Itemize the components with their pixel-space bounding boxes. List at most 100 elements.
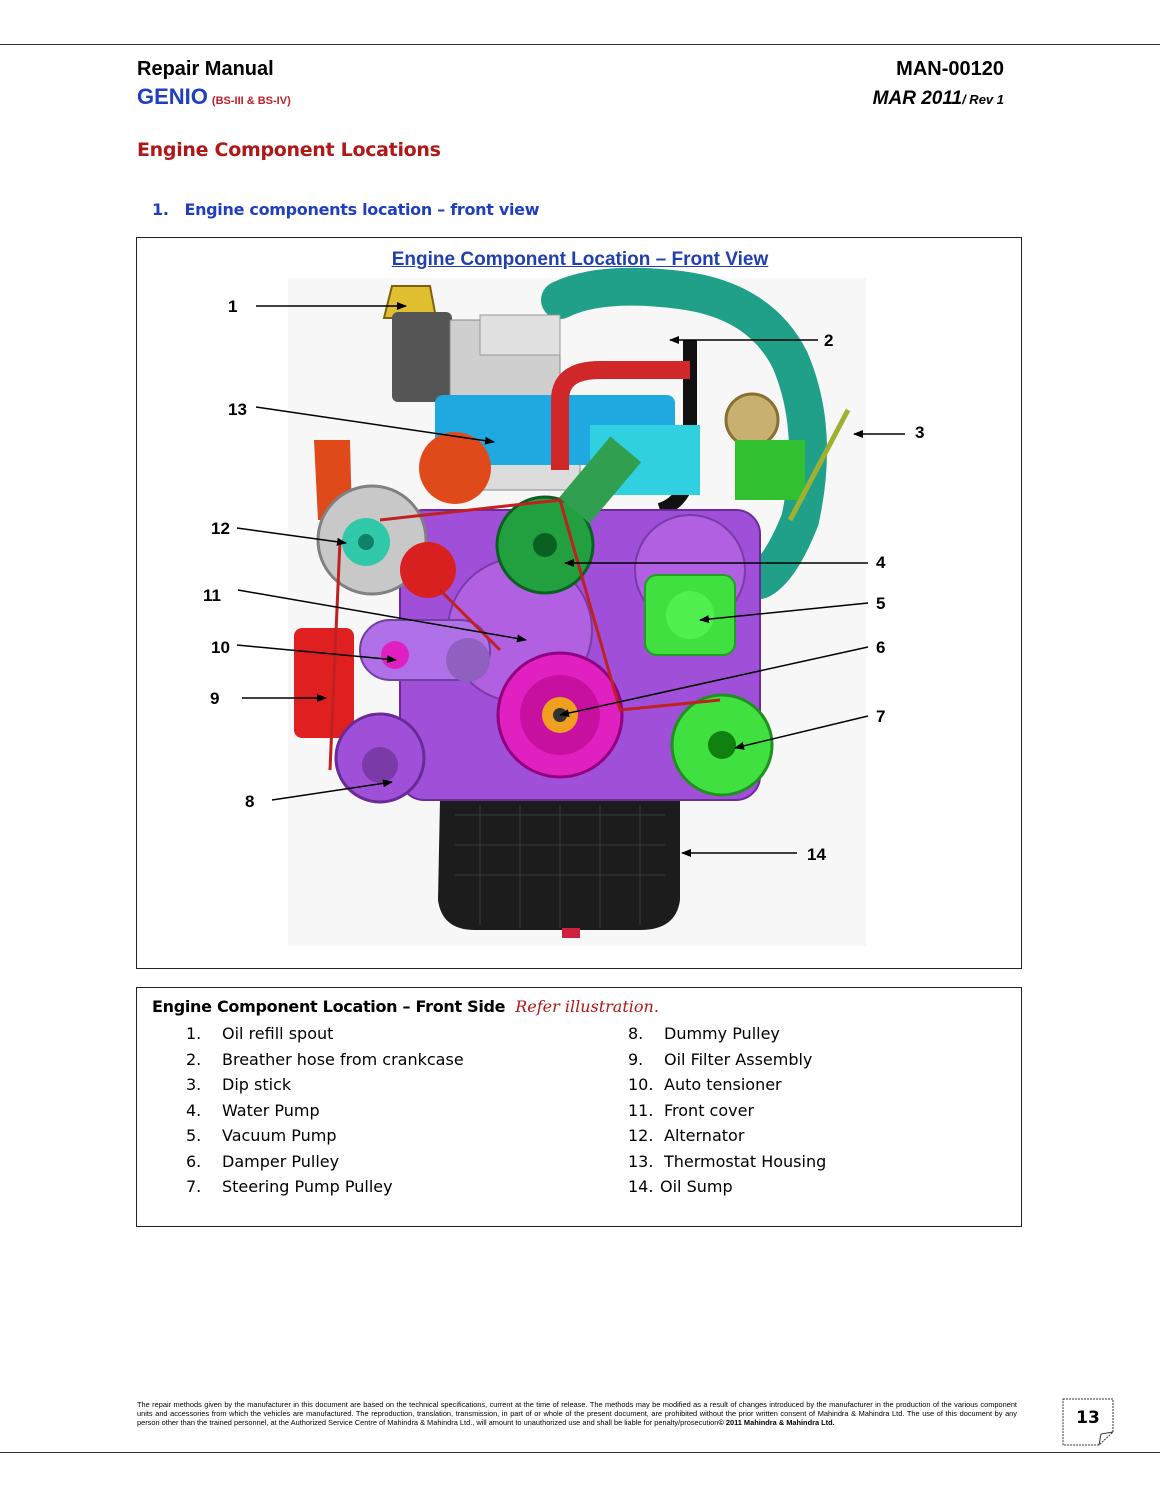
legend-item: 11. Front cover <box>628 1098 826 1124</box>
callout-13: 13 <box>228 400 247 419</box>
callout-4: 4 <box>876 553 886 572</box>
subsection-number: 1. <box>152 200 169 219</box>
legend-note: Refer illustration. <box>515 997 659 1016</box>
water-pump <box>495 436 642 595</box>
legend-item: 14.Oil Sump <box>628 1174 826 1200</box>
model-label: GENIO <box>137 84 208 109</box>
callout-3: 3 <box>915 423 925 442</box>
doc-date: MAR 2011/ Rev 1 <box>873 88 1004 110</box>
alternator <box>316 484 428 596</box>
date-label: MAR 2011 <box>872 88 963 109</box>
leader-12 <box>236 527 347 546</box>
page-number-box <box>1062 1398 1114 1446</box>
legend-item-label: Water Pump <box>222 1100 320 1120</box>
legend-item: 7. Steering Pump Pulley <box>186 1174 464 1200</box>
legend-item-label: Vacuum Pump <box>222 1126 337 1145</box>
leader-8 <box>271 779 393 801</box>
callout-2: 2 <box>824 331 834 350</box>
legend-item: 3. Dip stick <box>186 1072 464 1098</box>
bottom-rule <box>0 1452 1160 1453</box>
model-name: GENIO(BS-III & BS-IV) <box>137 84 291 110</box>
legend-item-label: Oil refill spout <box>222 1024 334 1043</box>
oil-filter <box>294 628 354 738</box>
legend-heading: Engine Component Location – Front Side Re… <box>152 997 659 1016</box>
egr-bracket-green <box>735 440 805 500</box>
red-pipe <box>551 361 690 470</box>
leader-7 <box>734 715 869 750</box>
callout-14: 14 <box>807 845 826 864</box>
legend-item-label: Auto tensioner <box>664 1075 782 1094</box>
subsection-label: Engine components location – front view <box>184 200 540 219</box>
callout-7: 7 <box>876 707 886 726</box>
leader-5 <box>699 602 869 624</box>
legend-item-number: 14. <box>628 1177 654 1196</box>
legend-item-number: 5. <box>186 1126 202 1145</box>
figure-title: Engine Component Location – Front View <box>391 249 769 270</box>
callout-12: 12 <box>211 519 230 538</box>
legend-item-label: Damper Pulley <box>222 1151 340 1171</box>
leader-lines <box>236 302 905 857</box>
thermostat-bracket <box>392 312 452 402</box>
legend-item-number: 12. <box>628 1126 654 1145</box>
legend-item-number: 8. <box>628 1024 644 1043</box>
figure-frame <box>136 237 1022 969</box>
intake-manifold <box>479 314 561 356</box>
callout-8: 8 <box>245 792 255 811</box>
legend-item: 1. Oil refill spout <box>186 1021 464 1047</box>
engine-illustration <box>236 267 905 938</box>
footer-disclaimer: The repair methods given by the manufact… <box>137 1400 1017 1427</box>
legend-title: Engine Component Location – Front Side <box>152 997 506 1016</box>
steering-pump-pulley <box>670 693 774 797</box>
leader-6 <box>559 646 869 717</box>
vacuum-pump <box>644 574 736 656</box>
callout-10: 10 <box>211 638 230 657</box>
page-number: 13 <box>1076 1408 1100 1428</box>
legend-item-number: 7. <box>186 1177 202 1196</box>
legend-item-number: 13. <box>628 1151 654 1171</box>
callout-1: 1 <box>228 297 238 316</box>
legend-item: 9.Oil Filter Assembly <box>628 1047 826 1073</box>
legend-item-label: Steering Pump Pulley <box>222 1177 393 1196</box>
legend-item-number: 2. <box>186 1049 202 1069</box>
legend-item: 13.Thermostat Housing <box>628 1149 826 1175</box>
legend-item-label: Dip stick <box>222 1075 292 1094</box>
legend-item-number: 4. <box>186 1100 202 1120</box>
section-title: Engine Component Locations <box>137 139 441 161</box>
model-variant: (BS-III & BS-IV) <box>211 95 291 107</box>
dummy-pulley <box>334 712 426 804</box>
legend-item-label: Breather hose from crankcase <box>222 1049 464 1069</box>
legend-item-label: Front cover <box>664 1100 755 1120</box>
legend-frame <box>136 987 1022 1227</box>
leader-10 <box>236 644 397 664</box>
legend-item-number: 6. <box>186 1151 202 1171</box>
legend-item: 8. Dummy Pulley <box>628 1021 826 1047</box>
legend-item-number: 1. <box>186 1024 202 1043</box>
legend-item-number: 10. <box>628 1075 654 1094</box>
legend-item-label: Dummy Pulley <box>664 1024 780 1043</box>
legend-item: 6. Damper Pulley <box>186 1149 464 1175</box>
doc-type: Repair Manual <box>137 58 274 80</box>
legend-item-number: 3. <box>186 1075 202 1094</box>
callout-9: 9 <box>210 689 220 708</box>
drive-belt <box>328 498 721 771</box>
subsection-title: 1. Engine components location – front vi… <box>152 200 540 219</box>
leader-11 <box>237 589 527 643</box>
copyright-text: © 2011 Mahindra & Mahindra Ltd. <box>718 1418 835 1427</box>
legend-item: 12. Alternator <box>628 1123 826 1149</box>
idler-pulley-red <box>400 542 456 598</box>
top-rule <box>0 44 1160 45</box>
legend-item-label: Alternator <box>664 1126 745 1145</box>
leader-13 <box>255 406 495 445</box>
turbocharger <box>314 432 491 520</box>
legend-item-label: Oil Filter Assembly <box>664 1049 813 1069</box>
oil-sump <box>438 800 680 938</box>
legend-item: 10. Auto tensioner <box>628 1072 826 1098</box>
legend-item: 5. Vacuum Pump <box>186 1123 464 1149</box>
legend-left-column: 1. Oil refill spout 2. Breather hose from … <box>186 1021 464 1200</box>
legend-right-column: 8. Dummy Pulley 9.Oil Filter Assembly 10.… <box>628 1021 826 1200</box>
dipstick <box>787 408 851 522</box>
revision-label: / Rev 1 <box>962 92 1004 107</box>
legend-item: 4. Water Pump <box>186 1098 464 1124</box>
callout-6: 6 <box>876 638 886 657</box>
legend-item-number: 11. <box>628 1100 654 1120</box>
